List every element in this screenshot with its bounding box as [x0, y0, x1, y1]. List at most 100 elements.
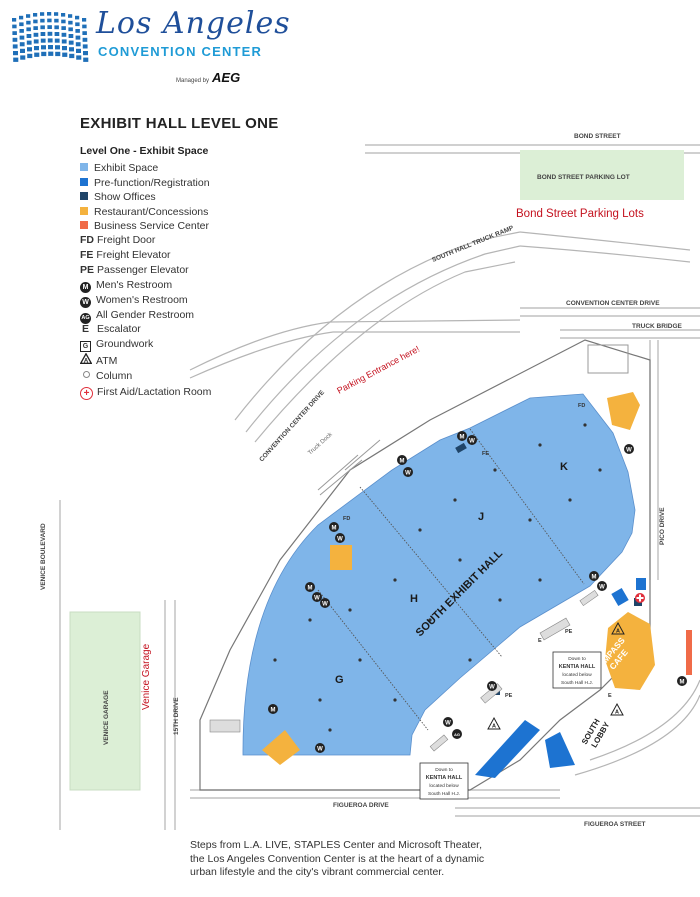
logo-square	[47, 12, 52, 16]
legend-item-column: Column	[80, 369, 132, 383]
legend-title: Level One - Exhibit Space	[80, 145, 209, 157]
legend-code: E	[82, 323, 90, 335]
logo-square	[41, 51, 47, 57]
venue-map: BOND STREET CONVENTION CENTER DRIVE TRUC…	[40, 133, 700, 830]
legend-label: Escalator	[97, 323, 141, 335]
legend-code: PE	[80, 264, 95, 276]
restroom-letter: W	[445, 721, 451, 727]
logo-square	[82, 31, 87, 35]
mens-restroom-icon: M	[397, 455, 407, 465]
logo-square	[82, 24, 87, 29]
logo-square	[19, 29, 24, 33]
managed-by-text: Managed by	[176, 78, 210, 84]
logo-square	[33, 26, 38, 30]
legend-label: All Gender Restroom	[96, 309, 195, 321]
venice-boulevard-label: VENICE BOULEVARD	[40, 523, 47, 590]
restroom-letter: W	[469, 439, 475, 445]
business-service-center	[686, 630, 692, 675]
legend-label: First Aid/Lactation Room	[97, 386, 212, 398]
logo-square	[68, 27, 73, 32]
atm-letter: A	[492, 724, 496, 730]
logo-square	[27, 47, 32, 52]
logo-square	[54, 38, 60, 43]
truck-dock	[317, 439, 381, 496]
legend-label: Groundwork	[96, 338, 154, 350]
legend-label: Freight Door	[97, 234, 156, 246]
kentia-note1-line3: located below	[562, 672, 592, 678]
logo-square	[48, 51, 54, 56]
logo-square	[61, 13, 66, 17]
logo-square	[76, 55, 82, 60]
womens-restroom-icon: W	[312, 592, 322, 602]
logo-square	[12, 44, 18, 49]
figueroa-drive-label: FIGUEROA DRIVE	[333, 802, 389, 809]
truck-bridge-building	[587, 344, 629, 374]
logo-square	[12, 24, 17, 29]
logo-square	[26, 14, 31, 18]
restroom-letter: M	[680, 680, 685, 686]
atm-icon: A	[610, 702, 624, 716]
womens-restroom-icon: W	[320, 598, 330, 608]
logo-square	[82, 18, 87, 22]
building-outline	[199, 339, 651, 791]
logo-square	[75, 15, 80, 20]
legend-item-exhibit: Exhibit Space	[80, 161, 158, 175]
logo-square	[69, 53, 75, 59]
bond-lots-annotation: Bond Street Parking Lots	[516, 208, 644, 220]
section-j-label: J	[478, 511, 484, 523]
kentia-note1-line4: South Hall H.J.	[561, 680, 593, 686]
page-title: EXHIBIT HALL LEVEL ONE	[80, 115, 279, 132]
restroom-letter: M	[271, 708, 276, 714]
footer-line1: Steps from L.A. LIVE, STAPLES Center and…	[190, 839, 482, 851]
hall-section-labels: G H J K	[335, 461, 568, 686]
kentia-note1-line1: Down to	[568, 656, 586, 662]
logo-square	[75, 35, 81, 40]
kentia-note1-line2: KENTIA HALL	[559, 664, 596, 670]
legend-label: Passenger Elevator	[97, 264, 189, 276]
kentia-note-1: Down to KENTIA HALL located below South …	[552, 651, 602, 689]
atm-icon: A	[79, 352, 93, 369]
groundwork-icon: G	[80, 341, 91, 352]
first-aid-icon	[635, 593, 645, 603]
kentia-note2-line4: South Hall H.J.	[428, 791, 460, 797]
south-exhibit-hall	[242, 393, 636, 756]
logo-square	[34, 46, 39, 51]
logo-square	[40, 38, 46, 43]
logo-square	[26, 20, 31, 25]
restroom-letter: M	[592, 575, 597, 581]
legend-label: Pre-function/Registration	[94, 177, 210, 189]
legend-item-prefunction: Pre-function/Registration	[80, 176, 210, 190]
atm-icon: A	[611, 621, 625, 635]
logo-square	[75, 22, 80, 27]
legend-label: Freight Elevator	[96, 249, 171, 261]
womens-restroom-icon: W	[487, 681, 497, 691]
prefunction-areas	[475, 578, 646, 778]
kentia-note-2: Down to KENTIA HALL located below South …	[419, 762, 469, 800]
logo-square	[33, 13, 38, 17]
section-k-label: K	[560, 461, 568, 473]
bond-street-parking-lot	[520, 150, 684, 200]
restroom-letter: W	[314, 596, 320, 602]
logo-square	[33, 39, 39, 44]
logo-square	[19, 42, 25, 47]
logo-square	[68, 20, 73, 25]
legend-item-business: Business Service Center	[80, 219, 209, 233]
logo-square	[83, 51, 88, 56]
restroom-icons: M W M W W M W M W W M W M W W AG W M	[268, 431, 687, 753]
logo-square	[54, 32, 60, 36]
logo-square	[26, 27, 31, 32]
logo-square	[20, 55, 26, 60]
logo-square	[76, 48, 81, 53]
columns	[273, 423, 602, 732]
womens-restroom-icon: W	[467, 435, 477, 445]
column-icon	[83, 371, 90, 378]
logo-square	[61, 39, 67, 44]
logo-square	[62, 52, 68, 57]
passenger-elevator-label: PE	[565, 629, 573, 635]
logo-square	[33, 32, 39, 37]
logo-grid-icon	[12, 12, 89, 62]
compass-cafe	[605, 612, 655, 690]
